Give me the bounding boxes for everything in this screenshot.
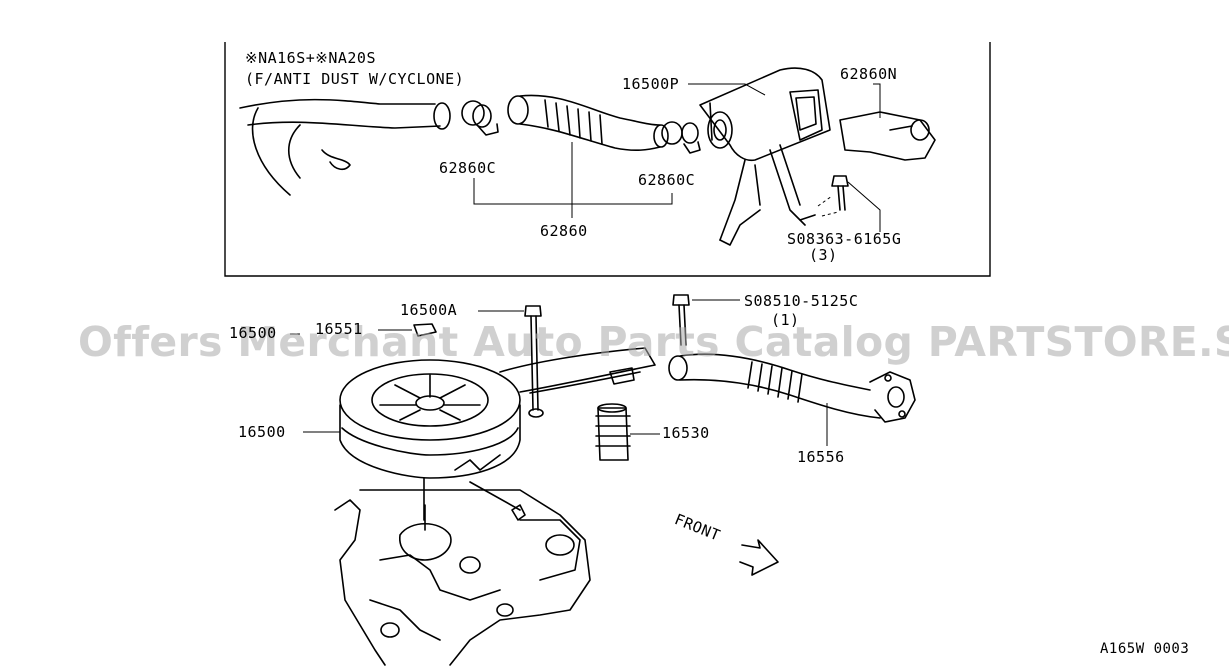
- inset-cyclone-filter: [699, 67, 831, 246]
- label-16500A: 16500A: [400, 301, 458, 319]
- watermark: Offers Merchant Auto Parts Catalog PARTS…: [78, 318, 1229, 366]
- bolt-08510: [672, 294, 690, 346]
- inset-leader-bolt: [847, 181, 881, 232]
- label-bolt-08363-qty: (3): [809, 246, 838, 264]
- engine-block: [334, 477, 591, 666]
- label-16556: 16556: [797, 448, 845, 466]
- clip-16551: [413, 323, 437, 337]
- label-16500P: 16500P: [622, 75, 680, 93]
- inset-intake-duct: [239, 98, 451, 196]
- label-62860N: 62860N: [840, 65, 898, 83]
- label-bolt-08510-qty: (1): [771, 311, 800, 329]
- inset-leader-16500P: [688, 83, 766, 96]
- label-bolt-08510: S08510-5125C: [744, 292, 859, 310]
- bellows-16530: [595, 403, 631, 461]
- duct-16556: [668, 353, 916, 423]
- inset-hose-62860: [507, 94, 669, 152]
- diagram-code: A165W 0003: [1100, 641, 1190, 657]
- air-cleaner-16500: [339, 347, 656, 479]
- inset-frame: [224, 42, 991, 277]
- label-16500: 16500: [238, 423, 286, 441]
- label-16551: 16551: [315, 320, 363, 338]
- inset-clamp-left: [461, 100, 499, 136]
- label-bolt-08363: S08363-6165G: [787, 230, 902, 248]
- label-16530: 16530: [662, 424, 710, 442]
- inset-leader-62860N: [873, 83, 881, 118]
- label-62860: 62860: [540, 222, 588, 240]
- label-62860C-right: 62860C: [638, 171, 696, 189]
- inset-leader-62860: [473, 142, 673, 218]
- bolt-16500A: [524, 305, 544, 418]
- label-62860C-left: 62860C: [439, 159, 497, 177]
- front-arrow: [739, 539, 779, 576]
- inset-note-line1: ※NA16S+※NA20S: [245, 49, 376, 67]
- inset-elbow-62860N: [839, 111, 936, 161]
- inset-note-line2: (F/ANTI DUST W/CYCLONE): [245, 70, 465, 88]
- label-16500-left: 16500: [229, 324, 277, 342]
- inset-clamp-right: [661, 121, 701, 154]
- inset-bolt: [831, 175, 849, 211]
